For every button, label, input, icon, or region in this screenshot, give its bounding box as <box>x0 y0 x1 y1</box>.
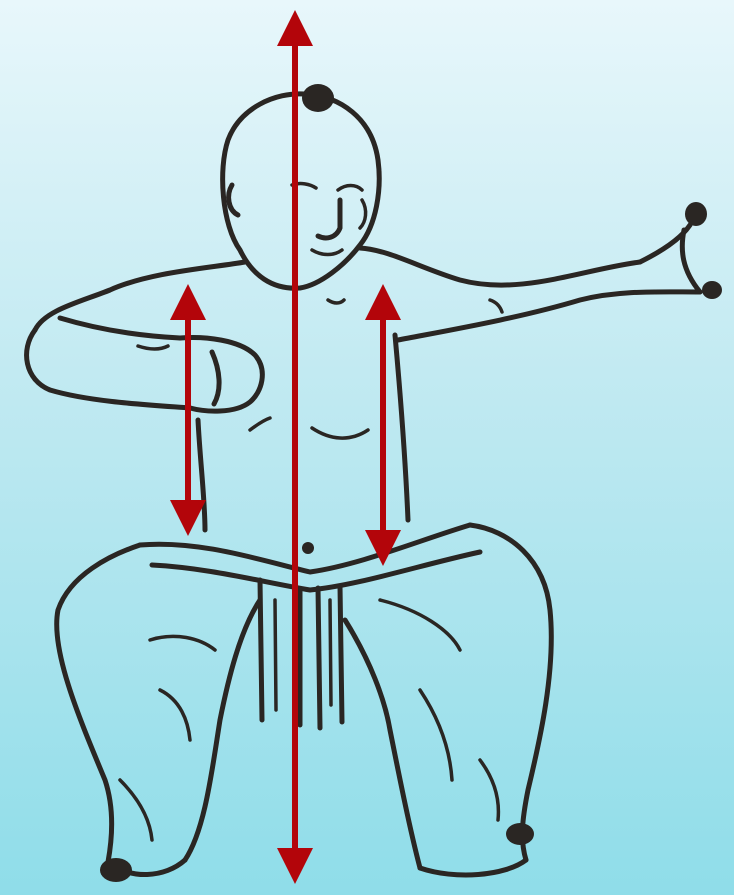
topknot-icon <box>302 84 334 112</box>
martial-artist-figure <box>27 84 722 882</box>
fingertip-mark <box>685 202 707 226</box>
head <box>223 84 380 288</box>
left-foot-mark <box>100 858 132 882</box>
left-leg <box>57 545 260 882</box>
right-foot-mark <box>506 823 534 845</box>
right-arm-extended <box>398 202 722 340</box>
waist-sash <box>140 525 480 728</box>
left-arm-fist <box>27 318 263 411</box>
thumb-mark <box>702 281 722 299</box>
navel-mark <box>302 542 314 554</box>
